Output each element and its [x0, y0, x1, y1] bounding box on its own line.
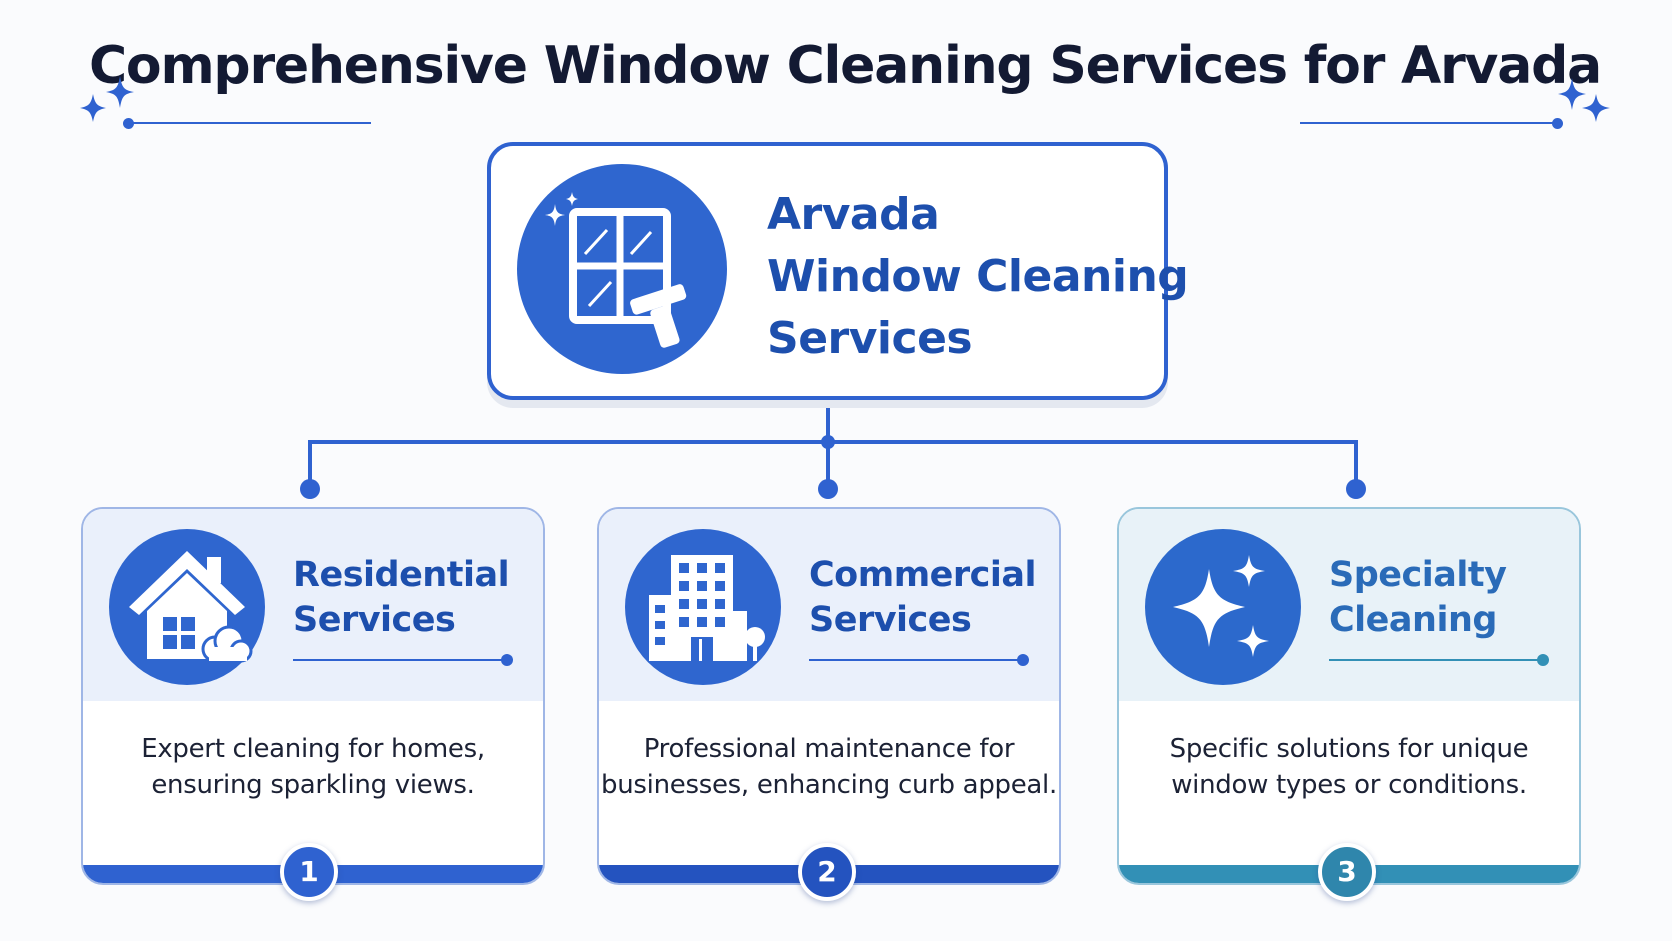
card-desc-line-1: Expert cleaning for homes,: [141, 734, 485, 764]
main-title-line-1: Arvada: [767, 189, 940, 240]
card-desc-line-2: window types or conditions.: [1171, 770, 1527, 800]
house-icon: [109, 529, 265, 685]
page-title: Comprehensive Window Cleaning Services f…: [88, 36, 1602, 96]
header-dot-right: [1552, 118, 1563, 129]
card-title-line-2: Services: [809, 600, 972, 640]
main-node-title: Arvada Window Cleaning Services: [767, 184, 1189, 370]
step-badge-2: 2: [798, 843, 856, 901]
window-squeegee-icon: [517, 164, 727, 374]
office-building-icon: [625, 529, 781, 685]
card-title: Commercial Services: [809, 553, 1049, 643]
commercial-services-card: Commercial Services Professional mainten…: [597, 507, 1061, 885]
step-badge-3: 3: [1318, 843, 1376, 901]
specialty-cleaning-card: Specialty Cleaning Specific solutions fo…: [1117, 507, 1581, 885]
card-title-line-2: Cleaning: [1329, 600, 1497, 640]
card-title: Specialty Cleaning: [1329, 553, 1569, 643]
main-title-line-3: Services: [767, 313, 973, 364]
sparkle-right-icon: [1558, 78, 1610, 122]
card-rule: [809, 659, 1021, 661]
card-rule-dot: [1537, 654, 1549, 666]
card-rule-dot: [501, 654, 513, 666]
sparkle-icon: [1145, 529, 1301, 685]
card-rule: [1329, 659, 1541, 661]
card-description: Expert cleaning for homes, ensuring spar…: [83, 731, 543, 803]
step-badge-1: 1: [280, 843, 338, 901]
card-rule: [293, 659, 505, 661]
card-title-line-2: Services: [293, 600, 456, 640]
card-description: Professional maintenance for businesses,…: [599, 731, 1059, 803]
card-desc-line-1: Specific solutions for unique: [1169, 734, 1529, 764]
card-title-line-1: Commercial: [809, 555, 1037, 595]
card-rule-dot: [1017, 654, 1029, 666]
card-title-line-1: Residential: [293, 555, 510, 595]
header-line-right: [1300, 122, 1558, 124]
main-service-node: Arvada Window Cleaning Services: [487, 142, 1189, 400]
card-title-line-1: Specialty: [1329, 555, 1507, 595]
card-description: Specific solutions for unique window typ…: [1119, 731, 1579, 803]
card-title: Residential Services: [293, 553, 533, 643]
card-desc-line-2: businesses, enhancing curb appeal.: [601, 770, 1057, 800]
residential-services-card: Residential Services Expert cleaning for…: [81, 507, 545, 885]
card-desc-line-1: Professional maintenance for: [643, 734, 1015, 764]
sparkle-left-icon: [80, 76, 134, 122]
card-desc-line-2: ensuring sparkling views.: [151, 770, 475, 800]
header-dot-left: [123, 118, 134, 129]
main-title-line-2: Window Cleaning: [767, 251, 1189, 302]
header-line-left: [127, 122, 371, 124]
